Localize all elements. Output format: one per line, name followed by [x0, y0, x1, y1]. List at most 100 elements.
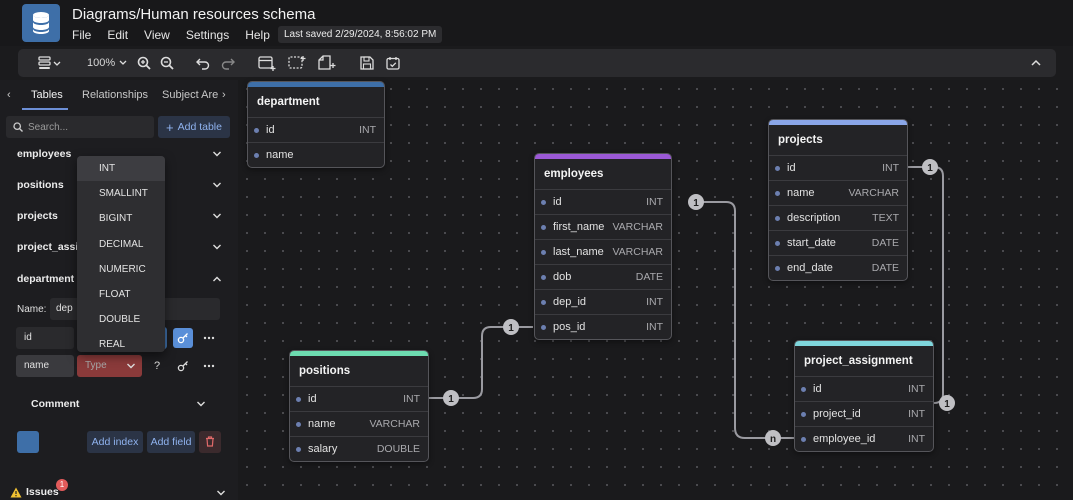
type-option-bigint[interactable]: BIGINT	[99, 213, 133, 225]
add-index-button[interactable]: Add index	[87, 431, 143, 453]
field-handle[interactable]	[296, 447, 301, 452]
zoom-out-button[interactable]	[160, 54, 174, 72]
field-help-button[interactable]: ?	[153, 360, 161, 372]
comment-section-toggle[interactable]: Comment	[31, 398, 206, 414]
field-more-button[interactable]	[199, 356, 219, 376]
menu-help[interactable]: Help	[245, 28, 270, 42]
table-title[interactable]: project_assignment	[804, 355, 913, 367]
tab-tables[interactable]: Tables	[31, 89, 63, 101]
sidebar-table-positions[interactable]: positions	[17, 179, 222, 195]
table-title[interactable]: projects	[778, 134, 823, 146]
field-handle[interactable]	[541, 225, 546, 230]
type-option-float[interactable]: FLOAT	[99, 288, 131, 300]
field-handle[interactable]	[541, 275, 546, 280]
field-type-chevron[interactable]	[121, 356, 141, 376]
table-title[interactable]: department	[257, 96, 320, 108]
relation-endpoint-marker[interactable]	[443, 390, 459, 406]
relation-endpoint-marker[interactable]	[939, 395, 955, 411]
menu-view[interactable]: View	[144, 28, 170, 42]
field-handle[interactable]	[775, 266, 780, 271]
type-option-smallint[interactable]: SMALLINT	[99, 188, 148, 200]
field-handle[interactable]	[801, 437, 806, 442]
type-option-int[interactable]: INT	[77, 156, 165, 182]
table-title[interactable]: employees	[544, 168, 604, 180]
sidebar-table-employees[interactable]: employees	[17, 148, 222, 164]
add-table-button[interactable]: + Add table	[158, 116, 230, 138]
save-button[interactable]	[360, 54, 374, 72]
delete-table-button[interactable]	[199, 431, 221, 453]
field-handle[interactable]	[296, 422, 301, 427]
menu-settings[interactable]: Settings	[185, 28, 230, 42]
diagram-title[interactable]: Diagrams/Human resources schema	[72, 6, 316, 23]
field-handle[interactable]	[541, 200, 546, 205]
field-handle[interactable]	[541, 325, 546, 330]
add-table-tool-button[interactable]	[258, 54, 276, 72]
field-handle[interactable]	[775, 241, 780, 246]
field-handle[interactable]	[254, 153, 259, 158]
type-option-numeric[interactable]: NUMERIC	[99, 263, 146, 275]
type-option-real[interactable]: REAL	[99, 339, 126, 351]
field-handle[interactable]	[296, 397, 301, 402]
relation-endpoint-marker[interactable]	[765, 430, 781, 446]
field-handle[interactable]	[775, 166, 780, 171]
tab-relationships[interactable]: Relationships	[82, 89, 149, 101]
field-handle[interactable]	[254, 128, 259, 133]
field-handle[interactable]	[541, 300, 546, 305]
search-input[interactable]	[28, 121, 138, 133]
table-field-row[interactable]: name	[248, 142, 384, 167]
field-name-input[interactable]: name	[16, 355, 74, 377]
sidebar-table-projects[interactable]: projects	[17, 210, 222, 226]
issues-section-toggle[interactable]: Issues 1	[10, 479, 226, 500]
field-handle[interactable]	[801, 387, 806, 392]
sidebar-table-department[interactable]: department	[17, 273, 222, 289]
type-option-double[interactable]: DOUBLE	[99, 314, 141, 326]
add-field-button[interactable]: Add field	[147, 431, 195, 453]
tabs-scroll-left-icon[interactable]: ‹	[7, 89, 11, 101]
tab-subject-areas[interactable]: Subject Are	[162, 89, 219, 101]
field-handle[interactable]	[801, 412, 806, 417]
table-title[interactable]: positions	[299, 365, 351, 377]
relation-endpoint-marker[interactable]	[688, 194, 704, 210]
redo-button[interactable]	[221, 54, 235, 72]
relation-line-employees-project-assignment[interactable]	[696, 201, 795, 439]
relation-line-positions-employees[interactable]	[429, 326, 533, 399]
tabs-scroll-right-icon[interactable]: ›	[222, 89, 226, 101]
relation-endpoint-marker[interactable]	[503, 319, 519, 335]
field-name-input[interactable]: id	[16, 327, 74, 349]
zoom-in-button[interactable]	[137, 54, 151, 72]
todo-button[interactable]	[386, 54, 400, 72]
field-handle[interactable]	[541, 250, 546, 255]
type-option-decimal[interactable]: DECIMAL	[99, 238, 144, 250]
table-color-picker[interactable]	[17, 431, 39, 453]
menu-edit[interactable]: Edit	[107, 28, 129, 42]
database-logo-icon[interactable]	[22, 4, 60, 42]
undo-button[interactable]	[196, 54, 210, 72]
primary-key-toggle[interactable]	[173, 328, 193, 348]
add-note-tool-button[interactable]	[317, 54, 337, 72]
field-more-button[interactable]	[199, 328, 219, 348]
field-handle[interactable]	[775, 216, 780, 221]
sidebar-table-project-assignment[interactable]: project_assign	[17, 241, 222, 257]
add-area-tool-button[interactable]	[288, 54, 306, 72]
primary-key-toggle[interactable]	[173, 356, 193, 376]
